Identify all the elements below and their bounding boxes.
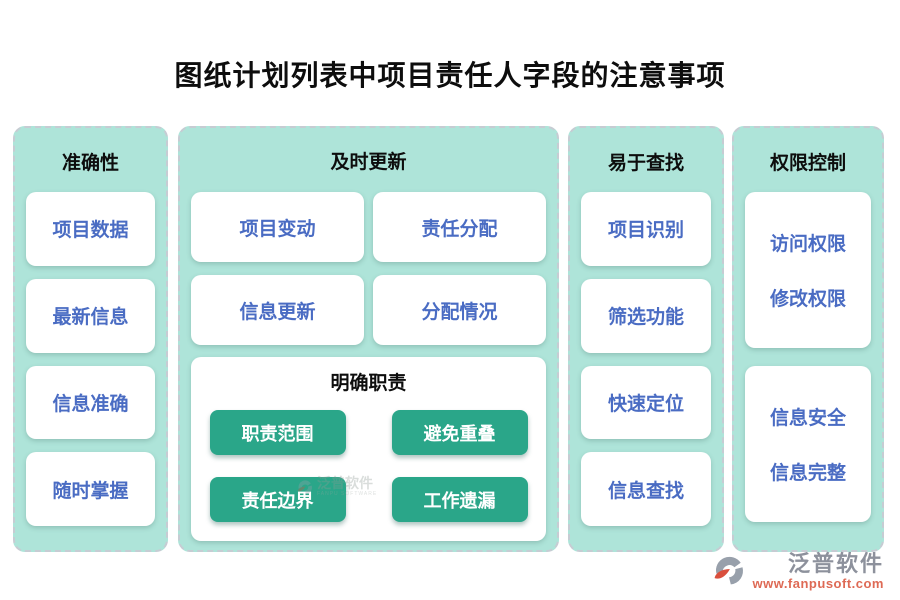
item-label: 快速定位 [607,393,684,415]
brand-footer: 泛普软件 www.fanpusoft.com [711,550,884,591]
subsection-button: 工作遗漏 [391,477,528,522]
permission-line: 信息安全 [769,408,846,429]
permission-line: 访问权限 [769,234,846,255]
brand-text-block: 泛普软件 www.fanpusoft.com [752,550,884,591]
item-label: 最新信息 [52,307,129,329]
item-card: 筛选功能 [581,278,711,353]
subsection-button: 避免重叠 [391,410,528,455]
subsection-panel: 明确职责 职责范围 避免重叠 责任边界 工作遗漏 [191,357,546,541]
item-label: 项目识别 [607,220,684,242]
item-label: 随时掌握 [52,480,129,502]
column-card-stack: 项目数据 最新信息 信息准确 随时掌握 [26,192,155,526]
item-card: 最新信息 [26,278,155,353]
column-header: 及时更新 [330,152,407,173]
column-header: 易于查找 [607,153,684,174]
subsection-button: 职责范围 [209,410,346,455]
page-title: 图纸计划列表中项目责任人字段的注意事项 [174,60,726,91]
subsection-header: 明确职责 [330,373,407,394]
item-card: 分配情况 [373,275,546,345]
column-card-grid: 项目变动 责任分配 信息更新 分配情况 [191,192,546,345]
item-card: 信息准确 [26,365,155,440]
item-label: 信息查找 [607,480,684,502]
item-label: 信息更新 [239,301,316,323]
item-label: 责任分配 [421,218,498,240]
item-label: 筛选功能 [607,307,684,329]
item-card: 随时掌握 [26,452,155,526]
item-label: 信息准确 [52,393,129,415]
item-label: 分配情况 [421,301,498,323]
column-card-stack: 项目识别 筛选功能 快速定位 信息查找 [581,192,711,526]
subsection-button-grid: 职责范围 避免重叠 责任边界 工作遗漏 [203,405,534,527]
brand-url: www.fanpusoft.com [752,576,884,591]
column-card-stack: 访问权限 修改权限 信息安全 信息完整 [745,192,871,522]
item-card: 项目识别 [581,192,711,266]
item-card: 信息更新 [191,275,364,345]
column-header: 权限控制 [769,153,846,174]
permission-card: 访问权限 修改权限 [745,192,871,348]
item-card: 项目变动 [191,192,364,262]
subsection-button: 责任边界 [209,477,346,522]
item-card: 项目数据 [26,192,155,266]
permission-line: 信息完整 [769,463,846,484]
brand-name: 泛普软件 [787,550,884,576]
permission-card: 信息安全 信息完整 [745,366,871,522]
item-label: 项目变动 [239,218,316,240]
item-label: 项目数据 [52,220,129,242]
column-timely-update: 及时更新 项目变动 责任分配 信息更新 分配情况 明确职责 职责范围 避免重叠 … [178,126,559,552]
column-header: 准确性 [61,153,119,174]
item-card: 快速定位 [581,365,711,440]
permission-line: 修改权限 [769,289,846,310]
item-card: 信息查找 [581,452,711,526]
column-permission-control: 权限控制 访问权限 修改权限 信息安全 信息完整 [732,126,884,552]
column-easy-search: 易于查找 项目识别 筛选功能 快速定位 信息查找 [568,126,724,552]
brand-logo-icon [715,556,744,585]
item-card: 责任分配 [373,192,546,262]
column-accuracy: 准确性 项目数据 最新信息 信息准确 随时掌握 [13,126,168,552]
